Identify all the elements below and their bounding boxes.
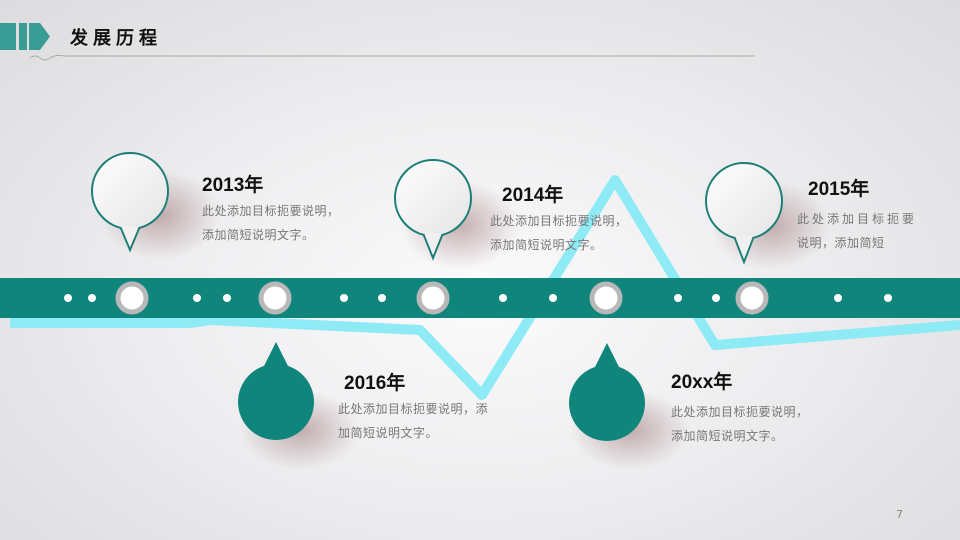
timeline-dot — [674, 294, 682, 302]
milestone-desc-line2: 添加简短说明文字。 — [490, 238, 603, 252]
milestone-desc-line2: 说明，添加简短 — [797, 236, 885, 250]
timeline-dot — [549, 294, 557, 302]
page-title: 发展历程 — [70, 28, 162, 49]
milestone-year: 2013年 — [202, 175, 264, 196]
header-divider — [29, 54, 755, 61]
milestone-2014: 2014年 此处添加目标扼要说明， 添加简短说明文字。 — [490, 180, 628, 257]
timeline-dot — [340, 294, 348, 302]
pin-2016 — [238, 342, 314, 440]
milestone-2013: 2013年 此处添加目标扼要说明， 添加简短说明文字。 — [202, 170, 340, 247]
pin-2015 — [705, 162, 783, 265]
timeline-dot — [712, 294, 720, 302]
milestone-desc-line1: 此处添加目标扼要 — [797, 212, 918, 226]
header-arrow-icon — [0, 23, 50, 50]
milestone-desc-line1: 此处添加目标扼要说明， — [202, 204, 340, 218]
timeline-dot — [223, 294, 231, 302]
timeline-node — [735, 281, 769, 315]
pin-2013 — [91, 152, 169, 253]
milestone-year: 2014年 — [502, 185, 564, 206]
milestone-desc-line1: 此处添加目标扼要说明， — [490, 214, 628, 228]
milestone-2015: 2015年 此处添加目标扼要 说明，添加简短 — [797, 174, 917, 255]
timeline-dot — [834, 294, 842, 302]
timeline-dot — [193, 294, 201, 302]
milestone-20xx: 20xx年 此处添加目标扼要说明， 添加简短说明文字。 — [671, 367, 809, 448]
timeline-node — [258, 281, 292, 315]
timeline-node — [589, 281, 623, 315]
timeline-node — [115, 281, 149, 315]
milestone-year: 2016年 — [344, 373, 406, 394]
milestone-2016: 2016年 此处添加目标扼要说明，添 加简短说明文字。 — [338, 368, 488, 445]
timeline-dot — [884, 294, 892, 302]
milestone-desc-line2: 加简短说明文字。 — [338, 426, 439, 440]
pin-20xx — [569, 343, 645, 441]
milestone-desc-line2: 添加简短说明文字。 — [671, 429, 784, 443]
timeline-band — [0, 278, 960, 318]
timeline-dot — [88, 294, 96, 302]
milestone-desc-line1: 此处添加目标扼要说明，添 — [338, 402, 489, 416]
timeline-dot — [64, 294, 72, 302]
pin-2014 — [394, 159, 472, 261]
milestone-year: 20xx年 — [671, 372, 733, 393]
timeline-dot — [378, 294, 386, 302]
timeline-node — [416, 281, 450, 315]
timeline-dot — [499, 294, 507, 302]
milestone-year: 2015年 — [808, 179, 870, 200]
page-number: 7 — [896, 508, 903, 521]
milestone-desc-line2: 添加简短说明文字。 — [202, 228, 315, 242]
milestone-desc-line1: 此处添加目标扼要说明， — [671, 405, 809, 419]
